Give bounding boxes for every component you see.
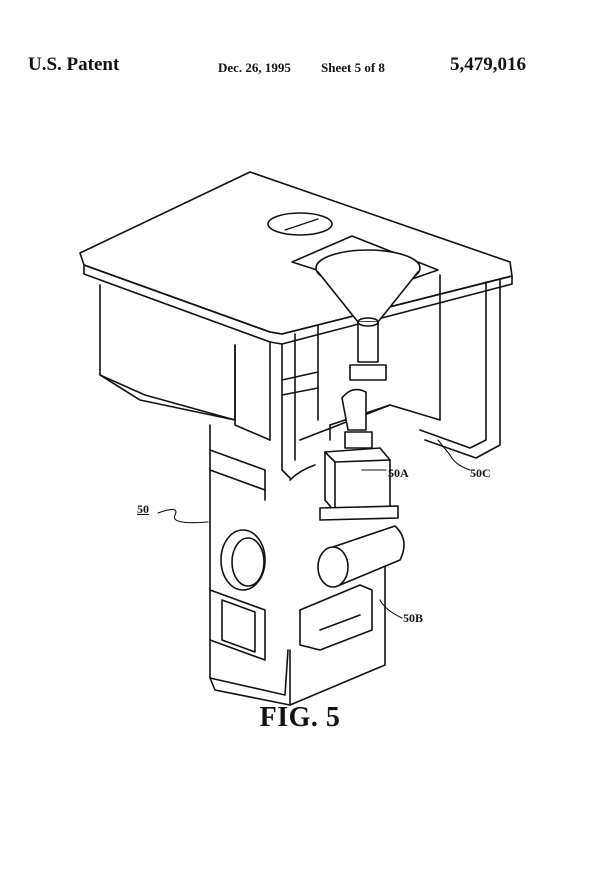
reference-50: 50 bbox=[137, 502, 149, 516]
funnel bbox=[315, 249, 421, 449]
patent-header-date: Dec. 26, 1995 bbox=[218, 60, 291, 75]
patent-header-number: 5,479,016 bbox=[450, 54, 526, 75]
leader-50 bbox=[157, 508, 209, 524]
housing-upper bbox=[99, 284, 271, 441]
valve-50a bbox=[319, 447, 399, 521]
reference-50a: 50A bbox=[388, 466, 409, 480]
figure-caption: FIG. 5 bbox=[259, 702, 341, 733]
patent-header-title: U.S. Patent bbox=[28, 54, 120, 75]
cylinder bbox=[317, 525, 405, 588]
top-hole bbox=[267, 212, 333, 236]
leader-50c bbox=[437, 439, 471, 471]
top-plate bbox=[79, 171, 513, 345]
frame-columns bbox=[281, 324, 319, 479]
reference-50b: 50B bbox=[403, 611, 424, 625]
patent-header-sheet: Sheet 5 of 8 bbox=[321, 60, 385, 75]
leader-lines bbox=[157, 439, 471, 619]
lower-body bbox=[209, 424, 386, 706]
reference-50c: 50C bbox=[470, 466, 491, 480]
leader-50b bbox=[379, 599, 403, 619]
